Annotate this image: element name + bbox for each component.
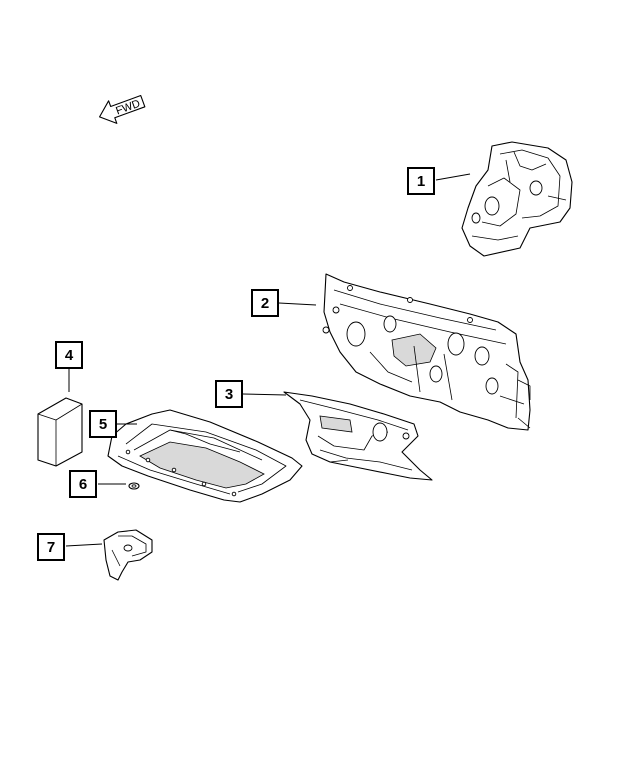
part-3-lower-silencer <box>283 391 433 481</box>
callout-3-number: 3 <box>225 386 233 403</box>
leader-2 <box>278 302 317 306</box>
callout-6: 6 <box>69 470 97 498</box>
part-2-dash-panel-silencer <box>322 273 531 431</box>
part-5-insulator-pad <box>107 409 303 503</box>
callout-2: 2 <box>251 289 279 317</box>
callout-5-number: 5 <box>99 416 107 433</box>
fwd-label: FWD <box>114 98 142 118</box>
part-4-pad <box>37 397 83 467</box>
part-6-fastener <box>128 482 140 490</box>
callout-6-number: 6 <box>79 476 87 493</box>
leader-1 <box>435 173 471 181</box>
leader-lines <box>65 173 471 547</box>
part-1-insulator <box>461 141 573 257</box>
callout-3: 3 <box>215 380 243 408</box>
callout-7-number: 7 <box>47 539 55 556</box>
part-7-bracket <box>103 529 153 581</box>
callout-4-number: 4 <box>65 347 74 364</box>
callout-1-number: 1 <box>417 173 425 190</box>
callout-1: 1 <box>407 167 435 195</box>
callout-4: 4 <box>55 341 83 369</box>
callout-2-number: 2 <box>261 295 269 312</box>
leader-7 <box>65 543 103 547</box>
callout-7: 7 <box>37 533 65 561</box>
leader-3 <box>242 393 287 396</box>
fwd-arrow-icon: FWD <box>99 94 146 124</box>
callout-5: 5 <box>89 410 117 438</box>
